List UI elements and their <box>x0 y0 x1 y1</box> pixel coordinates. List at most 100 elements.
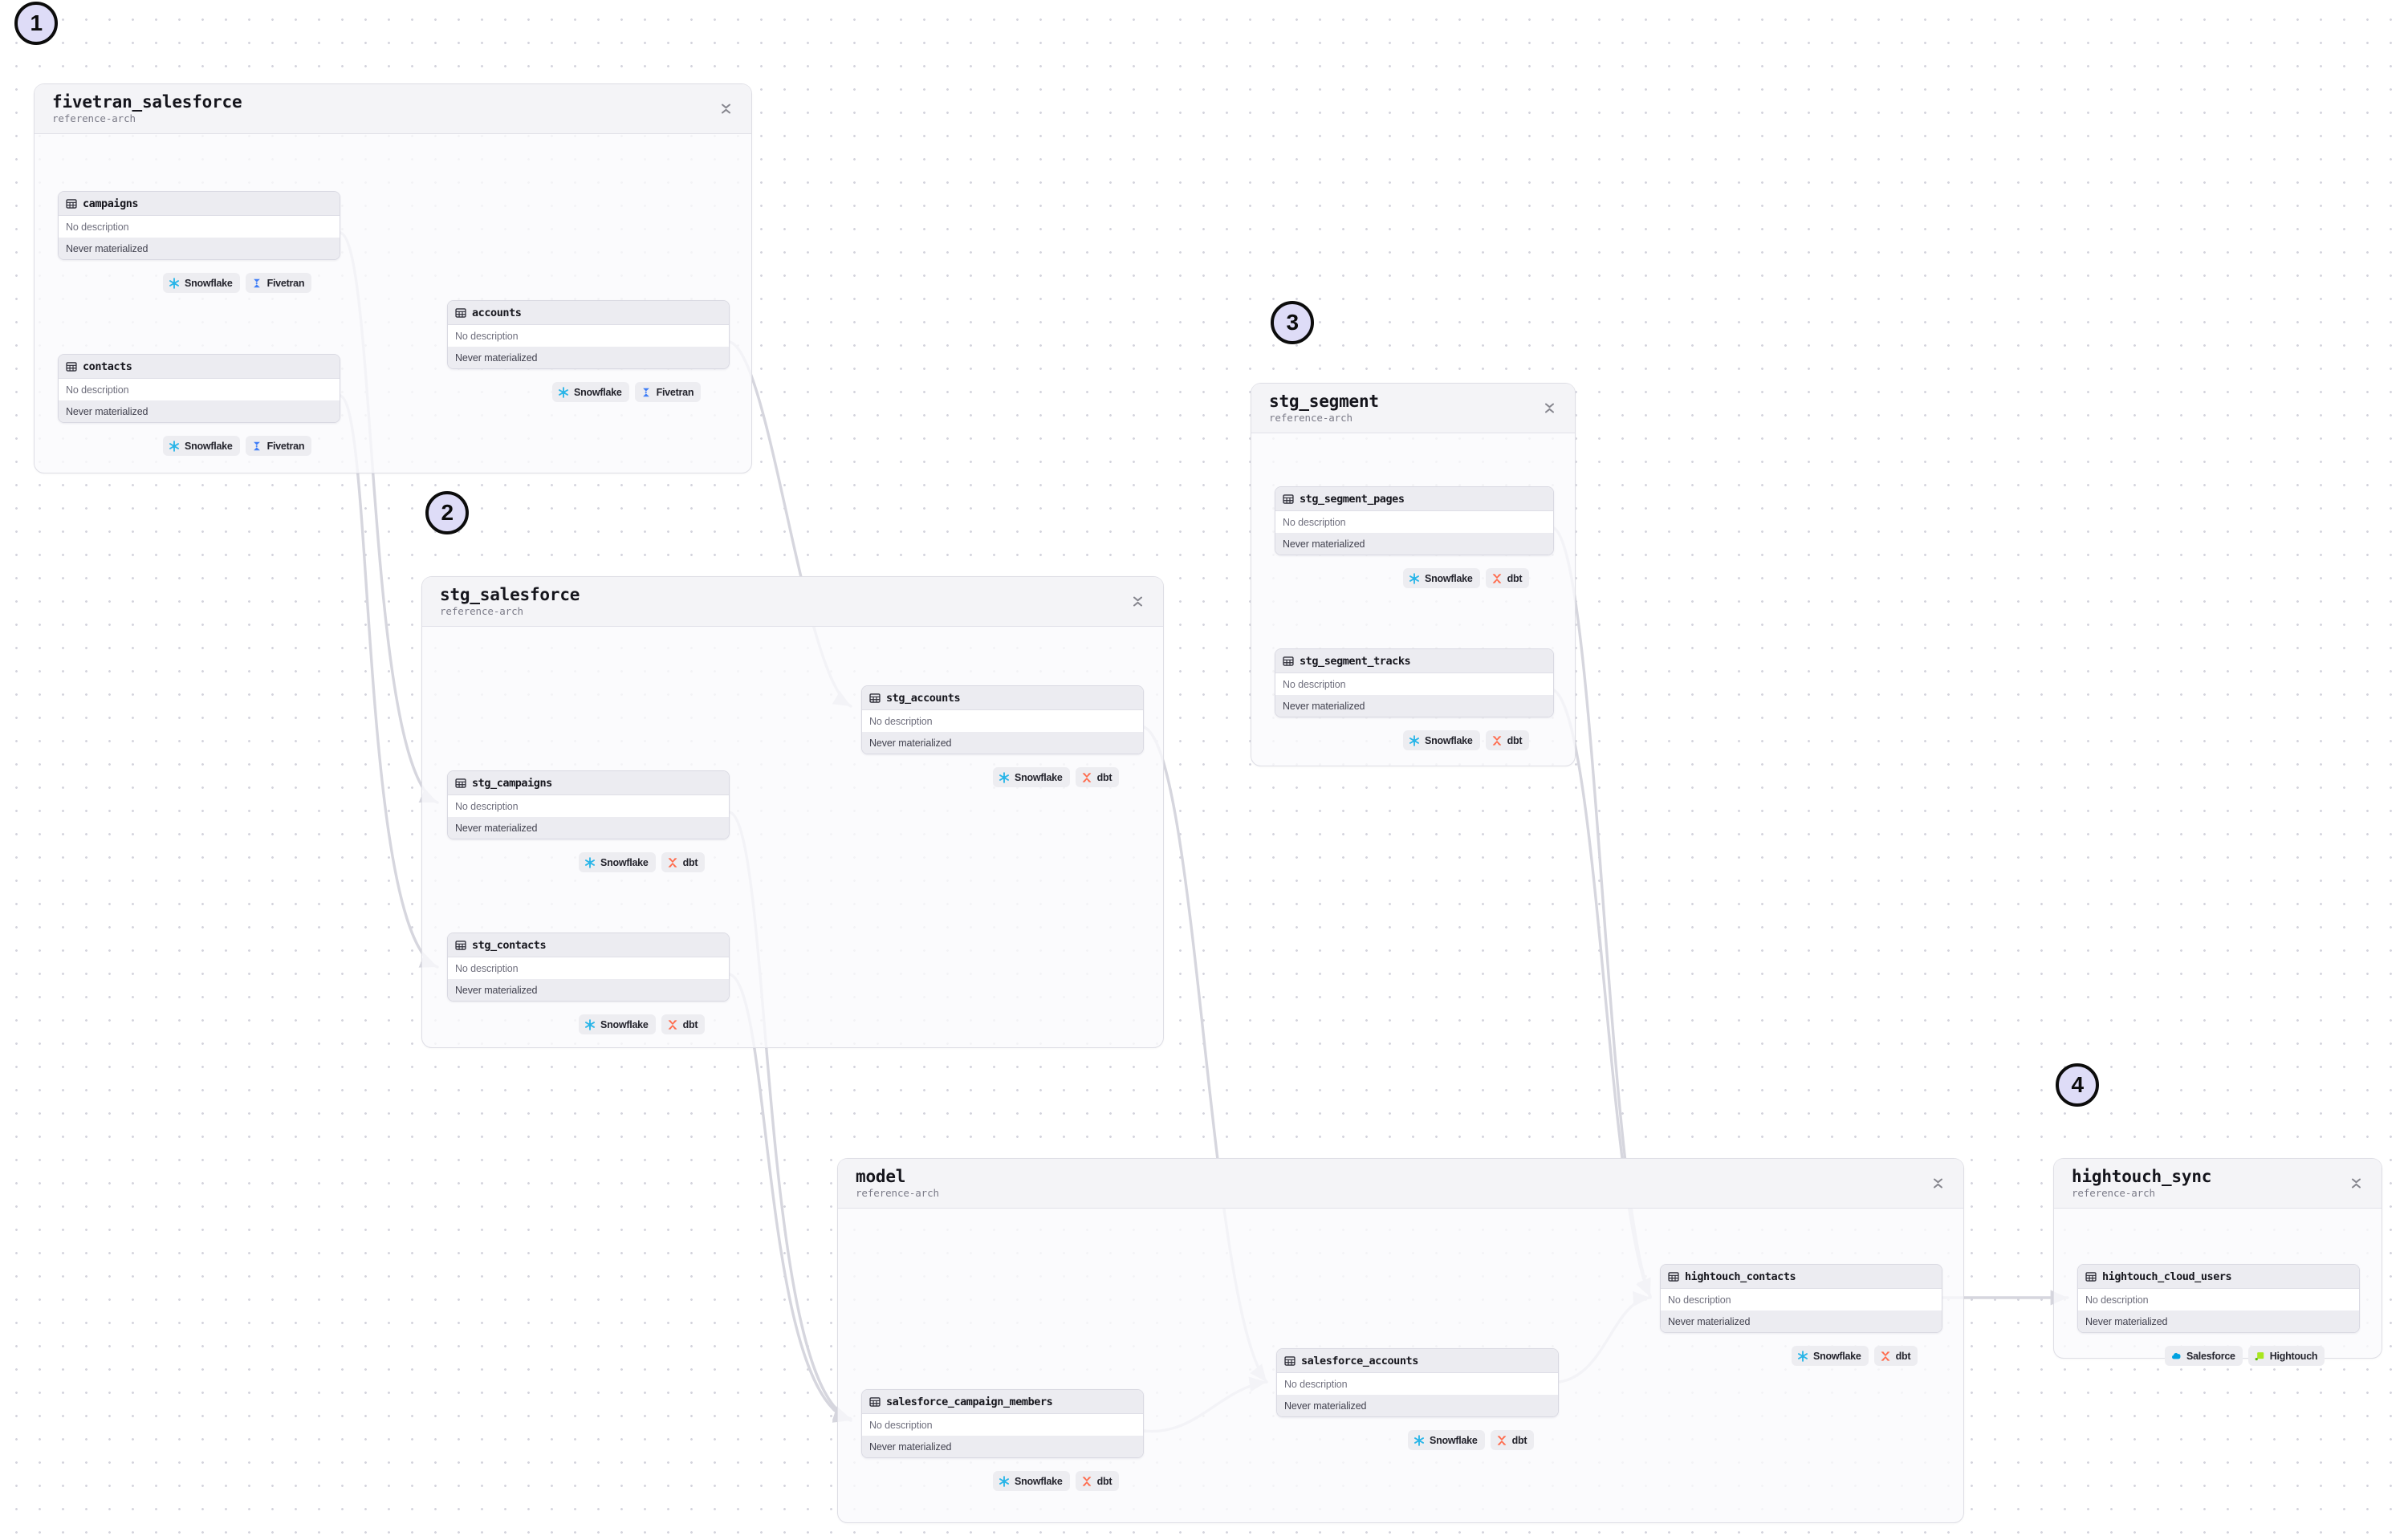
node-description: No description <box>1661 1289 1942 1310</box>
badge-dbt[interactable]: dbt <box>1485 568 1530 588</box>
node-materialization: Never materialized <box>59 238 340 259</box>
node-description: No description <box>59 379 340 400</box>
badge-label: dbt <box>1507 734 1523 746</box>
node-description: No description <box>1277 1373 1558 1395</box>
node-title: stg_accounts <box>886 691 961 705</box>
step-marker-4: 4 <box>2056 1063 2099 1107</box>
node-title: campaigns <box>83 197 139 210</box>
table-icon <box>66 361 77 372</box>
badge-snowflake[interactable]: Snowflake <box>1403 568 1480 588</box>
badge-salesforce[interactable]: Salesforce <box>2165 1346 2243 1366</box>
snowflake-icon <box>169 440 179 452</box>
node-description: No description <box>1275 673 1553 695</box>
badge-snowflake[interactable]: Snowflake <box>1408 1430 1485 1450</box>
badge-label: Snowflake <box>1015 771 1063 783</box>
badge-dbt[interactable]: dbt <box>1873 1346 1918 1366</box>
badge-snowflake[interactable]: Snowflake <box>1792 1346 1869 1366</box>
fivetran-icon <box>642 388 649 396</box>
badge-snowflake[interactable]: Snowflake <box>993 767 1070 787</box>
badge-snowflake[interactable]: Snowflake <box>1403 730 1480 750</box>
node-description: No description <box>448 325 729 347</box>
badge-label: Fivetran <box>266 440 305 452</box>
node-materialization: Never materialized <box>2078 1310 2359 1332</box>
node-materialization: Never materialized <box>862 732 1143 754</box>
node-description: No description <box>59 216 340 238</box>
table-icon <box>1668 1271 1679 1282</box>
collapse-icon[interactable] <box>1930 1175 1946 1193</box>
dbt-icon <box>1082 1476 1091 1486</box>
badge-snowflake[interactable]: Snowflake <box>552 382 629 402</box>
badge-label: Snowflake <box>185 440 233 452</box>
node-header: stg_accounts <box>862 686 1143 710</box>
node-header: campaigns <box>59 192 340 216</box>
collapse-icon[interactable] <box>1541 400 1557 417</box>
badge-label: dbt <box>1096 771 1112 783</box>
node-header: contacts <box>59 355 340 379</box>
badge-label: Snowflake <box>1430 1434 1478 1446</box>
node-materialization: Never materialized <box>1275 695 1553 717</box>
badge-dbt[interactable]: dbt <box>661 852 706 872</box>
collapse-icon[interactable] <box>2348 1175 2364 1193</box>
badge-dbt[interactable]: dbt <box>1485 730 1530 750</box>
snowflake-icon <box>999 771 1009 783</box>
badge-hightouch[interactable]: Hightouch <box>2247 1346 2325 1366</box>
badge-fivetran[interactable]: Fivetran <box>245 436 312 456</box>
node-header: stg_segment_pages <box>1275 487 1553 511</box>
node-materialization: Never materialized <box>1277 1395 1558 1416</box>
badge-snowflake[interactable]: Snowflake <box>579 1014 656 1034</box>
badge-fivetran[interactable]: Fivetran <box>634 382 702 402</box>
dbt-icon <box>1492 573 1501 583</box>
node-materialization: Never materialized <box>862 1436 1143 1457</box>
dbt-icon <box>1082 772 1091 782</box>
badge-snowflake[interactable]: Snowflake <box>163 273 240 293</box>
salesforce-icon <box>2172 1352 2181 1359</box>
badge-label: Snowflake <box>1015 1475 1063 1487</box>
node-materialization: Never materialized <box>448 817 729 839</box>
badge-label: Snowflake <box>1425 734 1473 746</box>
badge-dbt[interactable]: dbt <box>1490 1430 1535 1450</box>
dbt-icon <box>668 1019 677 1030</box>
badge-snowflake[interactable]: Snowflake <box>163 436 240 456</box>
group-subtitle: reference-arch <box>1269 411 1352 424</box>
badge-dbt[interactable]: dbt <box>1075 767 1120 787</box>
node-header: hightouch_cloud_users <box>2078 1265 2359 1289</box>
badge-dbt[interactable]: dbt <box>661 1014 706 1034</box>
snowflake-icon <box>1798 1350 1808 1362</box>
node-description: No description <box>448 795 729 817</box>
badge-label: Snowflake <box>1425 572 1473 584</box>
badge-label: Snowflake <box>600 1018 649 1030</box>
collapse-icon[interactable] <box>718 100 734 118</box>
badges-stg_segment_pages: Snowflake dbt <box>1403 568 1530 588</box>
badge-fivetran[interactable]: Fivetran <box>245 273 312 293</box>
badge-label: Snowflake <box>1813 1350 1861 1362</box>
badge-dbt[interactable]: dbt <box>1075 1471 1120 1491</box>
collapse-icon[interactable] <box>1129 593 1145 611</box>
table-icon <box>66 198 77 209</box>
node-title: contacts <box>83 360 132 373</box>
badge-snowflake[interactable]: Snowflake <box>579 852 656 872</box>
badge-snowflake[interactable]: Snowflake <box>993 1471 1070 1491</box>
